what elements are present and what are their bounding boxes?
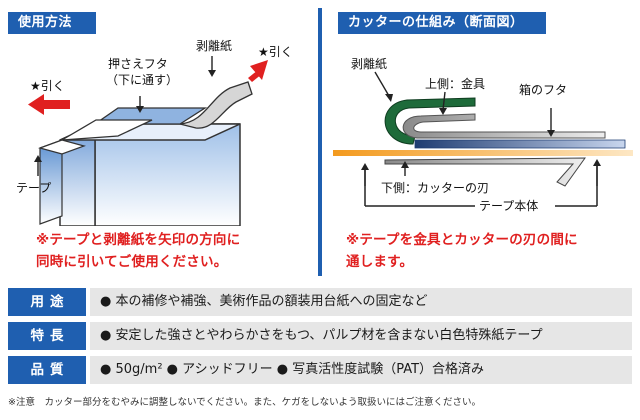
info-text-usage: ● 本の補修や補強、美術作品の額装用台紙への固定など [90, 288, 632, 316]
pull-right-arrow [248, 60, 268, 82]
mechanism-diagram: 剥離紙 上側：金具 箱のフタ 下側：カッターの刃 テープ本体 [325, 36, 640, 226]
label-pointers [34, 56, 216, 176]
mechanism-pointers [361, 71, 601, 186]
release-paper-loop [384, 97, 476, 145]
box-lid-label: 箱のフタ [519, 82, 567, 97]
upper-metal-fitting [402, 113, 606, 139]
pull-right-label: ★引く [258, 45, 293, 59]
info-label-usage: 用途 [8, 288, 86, 316]
mechanism-note-line2: 通します。 [346, 254, 414, 270]
tape-body-label: テープ本体 [479, 199, 538, 213]
usage-header: 使用方法 [8, 12, 96, 34]
info-label-quality: 品質 [8, 356, 86, 384]
box-lid [414, 139, 626, 149]
info-text-quality: ● 50g/m² ● アシッドフリー ● 写真活性度試験（PAT）合格済み [90, 356, 632, 384]
tape-label: テープ [16, 181, 51, 195]
info-row-quality: 品質 ● 50g/m² ● アシッドフリー ● 写真活性度試験（PAT）合格済み [8, 356, 632, 384]
usage-note-line2: 同時に引いてご使用ください。 [36, 254, 228, 270]
lid-label-line2: （下に通す） [106, 73, 178, 87]
pull-left-arrow [28, 94, 70, 115]
info-row-usage: 用途 ● 本の補修や補強、美術作品の額装用台紙への固定など [8, 288, 632, 316]
info-row-feature: 特長 ● 安定した強さとやわらかさをもつ、パルプ材を含まない白色特殊紙テープ [8, 322, 632, 350]
tape-strip [38, 119, 153, 155]
release-paper-label: 剥離紙 [196, 38, 232, 53]
upper-metal-label: 上側：金具 [425, 76, 485, 91]
info-label-feature: 特長 [8, 322, 86, 350]
usage-note: ※テープと剥離紙を矢印の方向に 同時に引いてご使用ください。 [36, 229, 316, 273]
lid-label-line1: 押さえフタ [108, 57, 168, 71]
info-text-feature: ● 安定した強さとやわらかさをもつ、パルプ材を含まない白色特殊紙テープ [90, 322, 632, 350]
tape-band [333, 150, 633, 156]
pull-left-label: ★引く [30, 79, 65, 93]
lower-cutter-label: 下側：カッターの刃 [381, 181, 489, 195]
dispenser-box [59, 122, 241, 226]
release-paper-strip [179, 81, 253, 129]
mechanism-note: ※テープを金具とカッターの刃の間に 通します。 [346, 229, 636, 273]
mechanism-note-line1: ※テープを金具とカッターの刃の間に [346, 232, 578, 248]
panel-divider [318, 8, 322, 276]
mech-release-paper-label: 剥離紙 [351, 56, 387, 71]
caution-footnote: ※注意 カッター部分をむやみに調整しないでください。また、ケガをしないよう取扱い… [8, 397, 481, 408]
usage-diagram: ★引く 押さえフタ （下に通す） 剥離紙 ★引く テープ [0, 36, 315, 226]
lower-cutter-blade [384, 157, 586, 187]
usage-note-line1: ※テープと剥離紙を矢印の方向に [36, 232, 241, 248]
mechanism-header: カッターの仕組み（断面図） [338, 12, 546, 34]
